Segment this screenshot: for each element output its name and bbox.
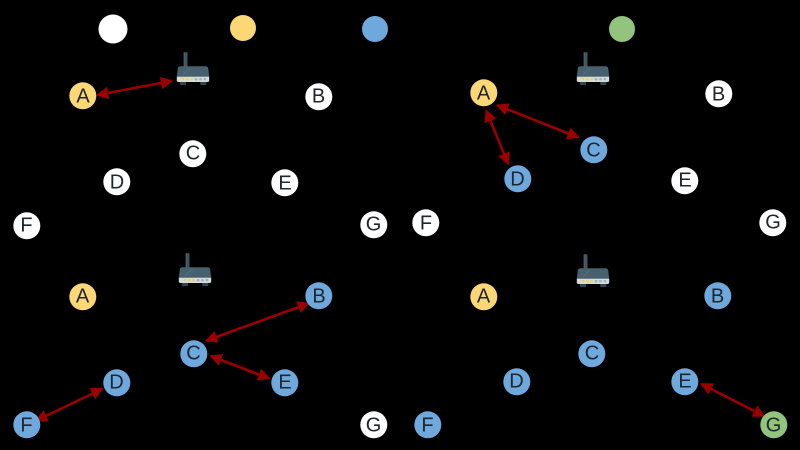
- node-q4-F-label: F: [421, 413, 434, 436]
- node-q1-D-label: D: [109, 170, 125, 193]
- node-q3-B: B: [305, 282, 333, 310]
- arrow-q3-C-E: [209, 354, 271, 381]
- router-top-left-icon: [176, 52, 210, 92]
- arrow-lines: [34, 76, 766, 422]
- node-q3-E-label: E: [278, 371, 292, 394]
- node-q2-E: E: [671, 166, 699, 195]
- node-q3-G: G: [359, 411, 388, 439]
- node-q3-E: E: [271, 368, 299, 397]
- node-q1-A-label: A: [76, 84, 90, 107]
- node-q4-A: A: [469, 282, 498, 311]
- node-q3-B-label: B: [312, 284, 326, 307]
- node-q1-C: C: [179, 139, 207, 168]
- node-q4-F: F: [413, 411, 442, 439]
- node-q1-B-label: B: [311, 85, 326, 108]
- node-q4-D-label: D: [509, 370, 524, 393]
- node-q3-F: F: [12, 411, 41, 439]
- node-q1-G: G: [359, 210, 388, 239]
- node-q2-D-label: D: [510, 167, 525, 190]
- node-q2-F: F: [412, 209, 440, 237]
- node-q4-B-label: B: [710, 284, 725, 307]
- node-q3-A-label: A: [75, 285, 90, 308]
- node-q4-G: G: [759, 411, 788, 439]
- node-q4-G-label: G: [765, 413, 782, 436]
- node-q2-A: A: [469, 79, 498, 107]
- node-q2-C-label: C: [586, 138, 601, 161]
- arrow-q1-A-router: [95, 76, 174, 100]
- node-q1-E-label: E: [278, 171, 292, 194]
- node-q2-G-label: G: [765, 211, 781, 234]
- node-q2-E-label: E: [678, 169, 692, 192]
- node-q3-D-label: D: [109, 371, 124, 394]
- node-q4-E-label: E: [678, 370, 692, 393]
- node-q2-C: C: [579, 136, 608, 164]
- arrow-q2-A-C: [495, 103, 580, 140]
- router-bottom-right-icon: [576, 254, 610, 294]
- node-q3-A: A: [68, 282, 97, 311]
- node-q4-E: E: [671, 367, 699, 396]
- legend-dot-blue: [362, 15, 388, 42]
- arrow-q4-E-G: [699, 382, 766, 418]
- node-q3-D: D: [102, 368, 131, 397]
- node-q2-B-label: B: [711, 82, 726, 105]
- arrow-q2-A-D: [484, 109, 510, 166]
- node-q4-C-label: C: [584, 342, 600, 365]
- node-q1-G-label: G: [365, 213, 382, 236]
- node-q3-C-label: C: [186, 342, 201, 365]
- node-q2-B: B: [704, 80, 733, 108]
- node-q2-G: G: [759, 208, 787, 237]
- node-q1-F-label: F: [20, 214, 33, 237]
- node-q4-D: D: [502, 367, 531, 396]
- node-q1-A: A: [69, 82, 97, 110]
- node-q2-A-label: A: [476, 81, 491, 104]
- node-q1-F: F: [12, 211, 41, 240]
- node-q1-B: B: [304, 82, 333, 111]
- node-q1-D: D: [103, 168, 131, 196]
- router-bottom-left-icon: [178, 252, 212, 293]
- node-q1-E: E: [271, 169, 299, 197]
- node-q3-G-label: G: [365, 413, 382, 436]
- node-q2-D: D: [503, 165, 532, 193]
- node-q4-A-label: A: [476, 285, 491, 308]
- arrow-q3-B-C: [204, 301, 311, 343]
- node-q3-F-label: F: [20, 413, 33, 436]
- node-q4-B: B: [703, 282, 732, 310]
- router-top-right-icon: [576, 52, 610, 92]
- node-q1-C-label: C: [185, 142, 201, 165]
- node-q2-F-label: F: [419, 211, 433, 234]
- node-q4-C: C: [578, 339, 606, 368]
- arrow-q3-F-D: [34, 387, 104, 422]
- legend-dot-green: [609, 15, 635, 42]
- legend-dot-yellow: [229, 15, 256, 41]
- node-q3-C: C: [179, 339, 208, 368]
- legend-dot-white: [98, 14, 128, 43]
